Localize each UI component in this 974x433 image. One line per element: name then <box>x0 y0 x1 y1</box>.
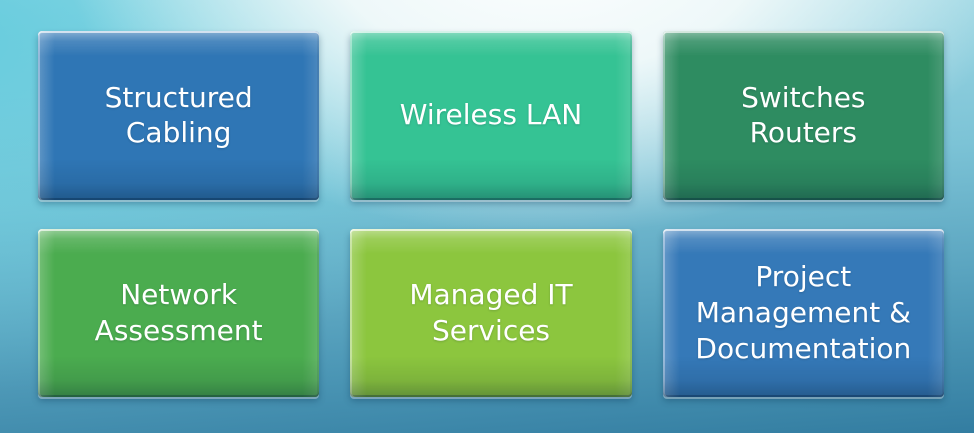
tile-wireless-lan: Wireless LAN <box>350 31 632 200</box>
tile-label: Wireless LAN <box>399 98 583 132</box>
tile-label: Switches Routers <box>741 80 866 150</box>
tile-managed-it-services: Managed IT Services <box>350 228 632 397</box>
tile-structured-cabling: Structured Cabling <box>38 31 320 200</box>
tile-network-assessment: Network Assessment <box>38 228 320 397</box>
tile-label: Structured Cabling <box>104 80 253 150</box>
tile-project-management-documentation: Project Management & Documentation <box>662 228 945 397</box>
tile-label: Network Assessment <box>94 278 263 347</box>
tile-label: Project Management & Documentation <box>695 260 912 365</box>
tile-switches-routers: Switches Routers <box>662 31 945 200</box>
tile-label: Managed IT Services <box>409 278 573 347</box>
